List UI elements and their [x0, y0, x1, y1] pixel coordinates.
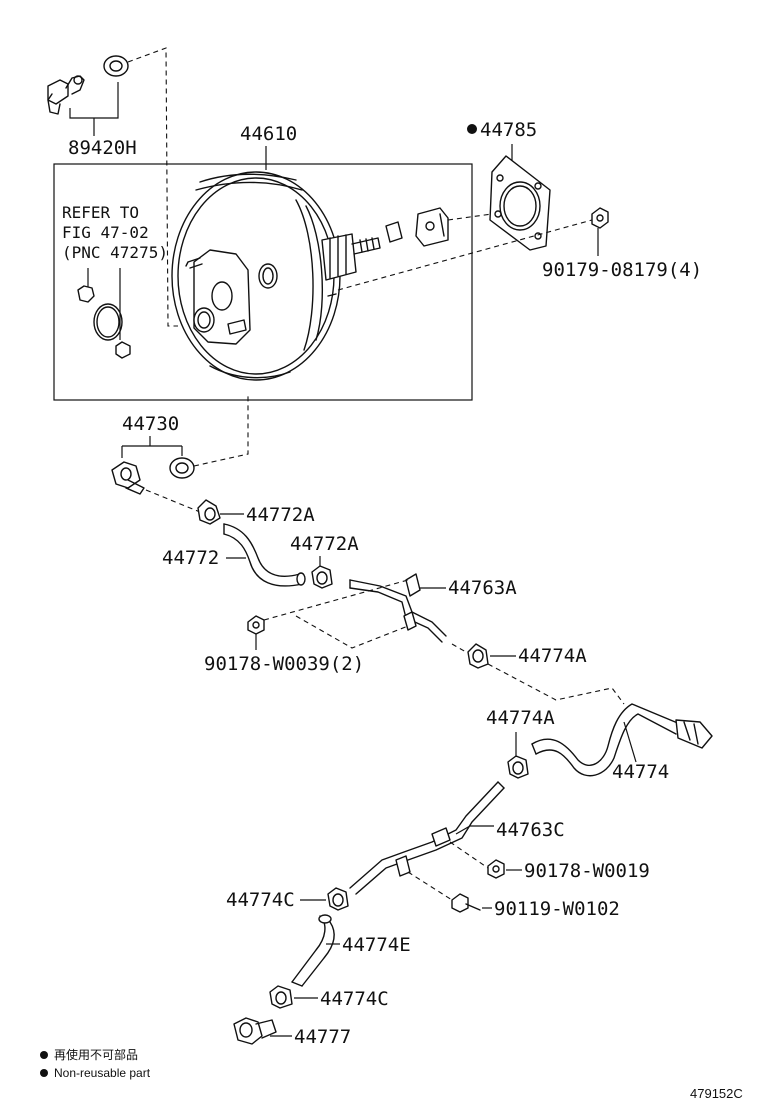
callout-44730: 44730 [122, 413, 179, 435]
callout-44774c-2: 44774C [320, 988, 389, 1010]
bolt-90119-w0102 [451, 893, 481, 913]
clip-44774c-2 [269, 985, 293, 1009]
clip-44774a-1 [467, 643, 489, 669]
figure-number: 479152C [690, 1086, 743, 1101]
push-rod-clevis [385, 207, 449, 247]
legend-text-zh: 再使用不可部品 [54, 1047, 138, 1062]
callout-44774c-1: 44774C [226, 889, 295, 911]
callout-44785: 44785 [480, 119, 537, 141]
clip-44774a-2 [507, 755, 529, 779]
vacuum-pipe-44763a [349, 573, 447, 643]
callout-89420h: 89420H [68, 137, 137, 159]
callout-44777: 44777 [294, 1026, 351, 1048]
union-44777 [233, 1017, 277, 1045]
callout-90179-08179: 90179-08179(4) [542, 259, 702, 281]
vacuum-hose-44772 [223, 523, 306, 587]
nut-90178-w0019 [487, 859, 505, 879]
callout-90178-w0019: 90178-W0019 [524, 860, 650, 882]
callout-44774a-1: 44774A [518, 645, 587, 667]
callout-44763c: 44763C [496, 819, 565, 841]
legend-text-en: Non-reusable part [54, 1066, 151, 1080]
nut-90179-08179 [591, 207, 609, 229]
callout-44772a-1: 44772A [246, 504, 315, 526]
booster-assembly-box [53, 163, 473, 401]
grommet-89420h [103, 55, 129, 77]
vacuum-sensor-connector [47, 75, 85, 115]
check-valve-44730 [111, 457, 195, 495]
reference-check-valve-parts [77, 268, 131, 359]
callout-90119-w0102: 90119-W0102 [494, 898, 620, 920]
clip-44772a-1 [197, 499, 221, 525]
reference-line-2: FIG 47-02 [62, 223, 149, 242]
clip-44774c-1 [327, 887, 349, 911]
callout-90178-w0039: 90178-W0039(2) [204, 653, 364, 675]
callout-44772a-2: 44772A [290, 533, 359, 555]
callout-44772: 44772 [162, 547, 219, 569]
callout-44774e: 44774E [342, 934, 411, 956]
vacuum-pipe-44763c [349, 781, 505, 895]
callout-44610: 44610 [240, 123, 297, 145]
clip-44772a-2 [311, 565, 333, 589]
callout-44774a-2: 44774A [486, 707, 555, 729]
reference-line-1: REFER TO [62, 203, 139, 222]
brake-booster [171, 171, 381, 381]
non-reusable-marker-44785 [467, 124, 477, 134]
dashed-line-connector [127, 47, 178, 327]
vacuum-hose-44774e [291, 914, 335, 987]
booster-gasket [489, 155, 551, 251]
callout-44763a: 44763A [448, 577, 517, 599]
vacuum-hose-44774 [531, 703, 713, 777]
legend: 再使用不可部品 Non-reusable part [40, 1047, 151, 1080]
legend-marker-2 [40, 1069, 48, 1077]
legend-marker-1 [40, 1051, 48, 1059]
callout-44774: 44774 [612, 761, 669, 783]
reference-line-3: (PNC 47275) [62, 243, 168, 262]
leader-89420h [69, 82, 119, 119]
nut-90178-w0039 [247, 615, 265, 635]
